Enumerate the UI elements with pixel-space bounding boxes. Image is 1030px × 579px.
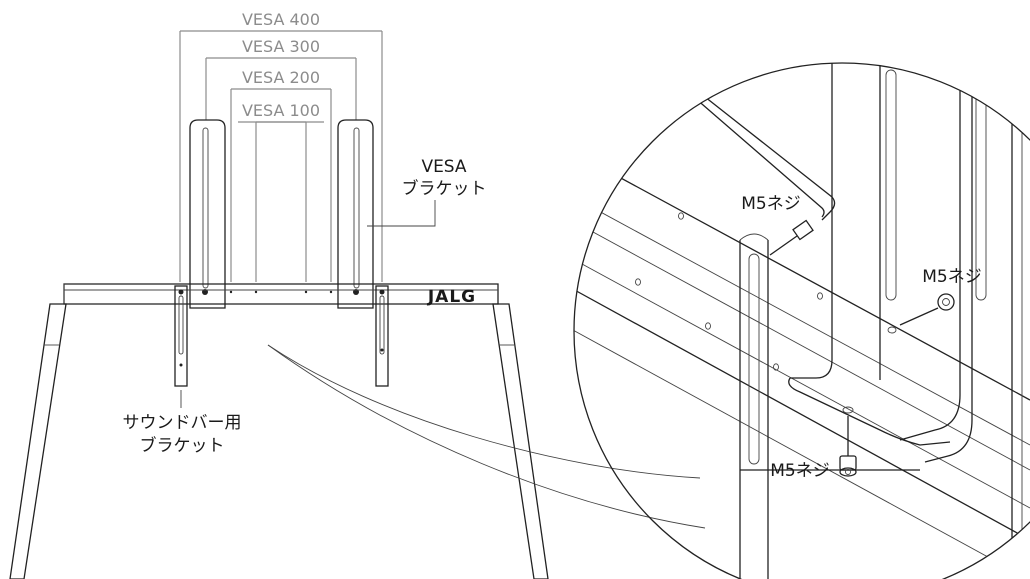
screw-right-graphic <box>887 293 955 334</box>
vesa-bracket-label-line1: VESA <box>421 157 466 177</box>
detail-zoom-view <box>573 62 1030 579</box>
screw-right-label: M5ネジ <box>922 267 981 287</box>
zoom-connector <box>267 344 706 529</box>
vesa-bracket-label-line2: ブラケット <box>402 178 487 199</box>
brand-logo: JALG <box>427 287 476 307</box>
soundbar-bracket-callout: サウンドバー用 ブラケット <box>123 390 242 456</box>
vesa-400-dimension: VESA 400 <box>179 10 383 282</box>
soundbar-bracket-label-line1: サウンドバー用 <box>123 413 242 433</box>
soundbar-bracket-label-line2: ブラケット <box>140 435 225 456</box>
vesa-100-label: VESA 100 <box>242 101 320 120</box>
vesa-bracket-callout: VESA ブラケット <box>367 157 487 227</box>
screw-bottom-graphic <box>839 406 857 477</box>
vesa-dimensions: VESA 400 VESA 300 VESA 200 VESA 100 <box>179 10 383 282</box>
hex-key <box>694 92 836 221</box>
vesa-400-label: VESA 400 <box>242 10 320 29</box>
stand-assembly: JALG <box>9 119 549 579</box>
soundbar-bracket-left <box>174 285 188 387</box>
vesa-200-label: VESA 200 <box>242 68 320 87</box>
stand-legs <box>9 303 549 579</box>
screw-bottom-label: M5ネジ <box>770 461 829 481</box>
vesa-300-label: VESA 300 <box>242 37 320 56</box>
vesa-bracket-right <box>337 119 374 309</box>
vesa-300-dimension: VESA 300 <box>205 37 357 120</box>
zoom-circle-outline <box>573 62 1030 579</box>
screw-top-label: M5ネジ <box>741 194 800 214</box>
soundbar-bracket-right <box>375 285 389 387</box>
vesa-100-dimension: VESA 100 <box>238 101 324 282</box>
crossbar: JALG <box>63 283 499 307</box>
vesa-200-dimension: VESA 200 <box>230 68 332 282</box>
screw-top-graphic <box>769 219 814 256</box>
vesa-bracket-left <box>189 119 226 309</box>
